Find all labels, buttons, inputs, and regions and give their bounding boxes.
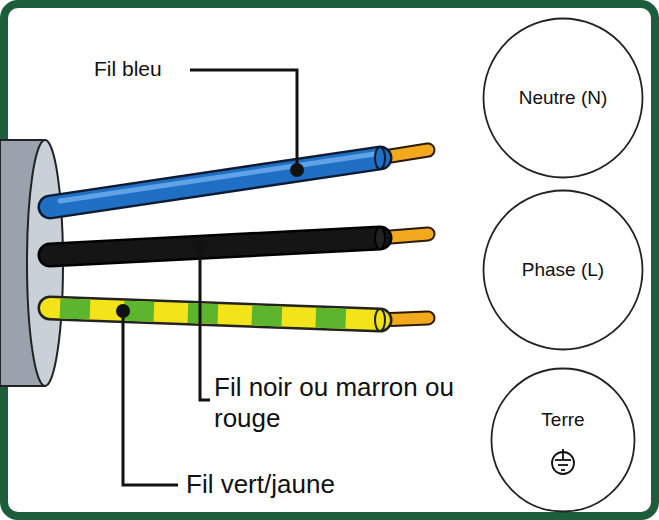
blue-wire — [50, 158, 380, 207]
terminal-circle: Terre — [490, 367, 636, 513]
wire-label: Fil noir ou marron ou rouge — [212, 372, 456, 434]
wire-outline — [50, 238, 380, 255]
leader-line — [200, 253, 210, 400]
leader-line — [123, 317, 178, 485]
terminal-name: Phase (L) — [522, 256, 604, 284]
wire-cut — [375, 227, 385, 249]
terminal-circle: Neutre (N) — [482, 17, 644, 179]
terminal-name: Terre — [541, 406, 584, 434]
earth-symbol — [552, 449, 574, 474]
wire-outline — [50, 158, 380, 207]
terminal-circle: Phase (L) — [482, 189, 644, 351]
black-wire — [50, 238, 380, 255]
wire-cut — [375, 309, 385, 331]
wire-outline — [50, 308, 380, 320]
wire-label: Fil bleu — [92, 56, 164, 81]
leader-dot — [116, 304, 130, 318]
frame — [4, 4, 655, 516]
leader-dot — [193, 240, 207, 254]
green-yellow-wire — [50, 308, 380, 320]
wire-cut — [375, 147, 385, 169]
wire-highlight — [60, 154, 375, 201]
green-stripes — [60, 308, 375, 319]
terminal-name: Neutre (N) — [519, 84, 608, 112]
leader-dot — [290, 163, 304, 177]
wire-label: Fil vert/jaune — [184, 469, 337, 500]
circle-outline — [490, 367, 636, 513]
leader-line — [190, 70, 297, 164]
